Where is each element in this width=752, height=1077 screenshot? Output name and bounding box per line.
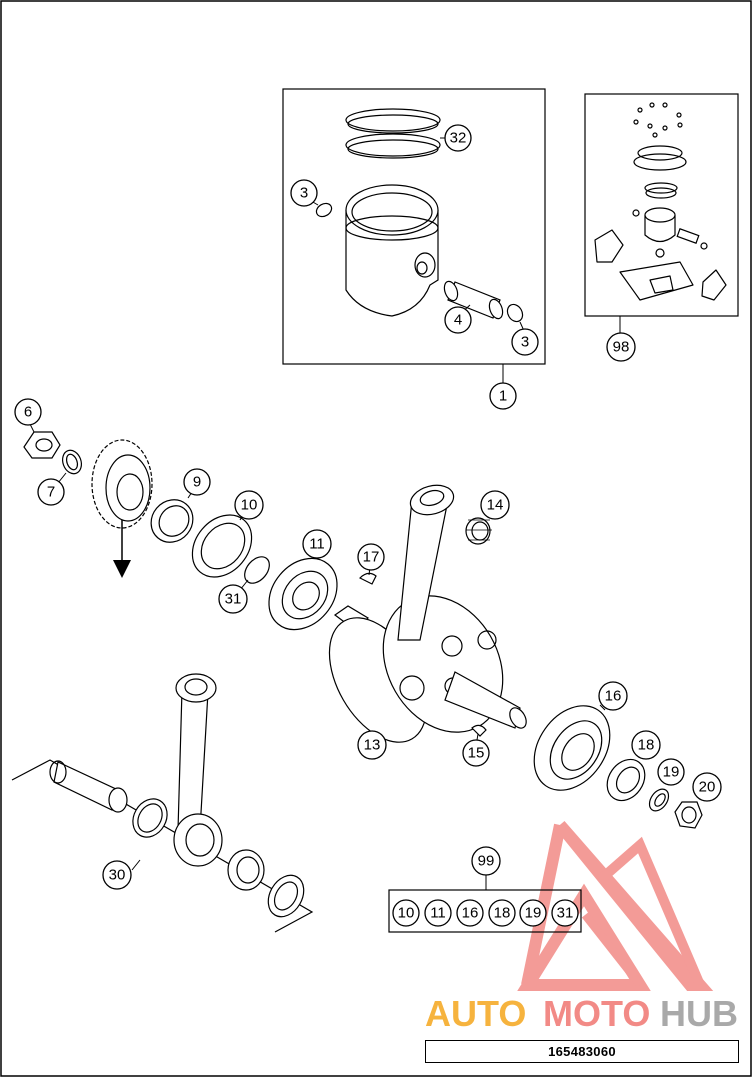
watermark-logo bbox=[517, 821, 714, 991]
circlip-3b bbox=[506, 303, 526, 334]
callout-31[interactable]: 31 bbox=[218, 584, 248, 614]
bearing-16 bbox=[533, 704, 611, 791]
svg-text:99: 99 bbox=[478, 853, 495, 870]
callout-16[interactable]: 16 bbox=[598, 681, 628, 711]
needle-bearing-14 bbox=[465, 517, 492, 545]
piston-pin bbox=[443, 280, 504, 320]
spacer-9 bbox=[150, 491, 194, 543]
callout-11[interactable]: 11 bbox=[302, 529, 332, 559]
bearing-11 bbox=[268, 552, 338, 631]
callout-7[interactable]: 7 bbox=[37, 478, 65, 506]
callout-4[interactable]: 4 bbox=[444, 306, 472, 334]
callout-98[interactable]: 98 bbox=[606, 332, 636, 362]
svg-text:3: 3 bbox=[300, 185, 308, 202]
svg-text:18: 18 bbox=[494, 905, 511, 922]
watermark-text-auto: AUTO bbox=[425, 993, 526, 1034]
callout-3b[interactable]: 3 bbox=[511, 328, 539, 356]
svg-text:17: 17 bbox=[363, 549, 380, 566]
callout-9[interactable]: 9 bbox=[183, 468, 211, 496]
svg-text:16: 16 bbox=[462, 905, 479, 922]
svg-text:98: 98 bbox=[613, 339, 630, 356]
svg-text:7: 7 bbox=[47, 484, 55, 501]
callout-19[interactable]: 19 bbox=[657, 758, 685, 786]
callout-15[interactable]: 15 bbox=[462, 739, 490, 767]
kit-item-19[interactable]: 19 bbox=[519, 899, 547, 927]
kit-item-31[interactable]: 31 bbox=[551, 899, 579, 927]
gasket-kit-parts bbox=[594, 102, 727, 301]
svg-text:11: 11 bbox=[430, 905, 446, 922]
callout-6[interactable]: 6 bbox=[14, 398, 42, 426]
watermark-text-moto: MOTO bbox=[543, 993, 650, 1034]
svg-text:32: 32 bbox=[450, 130, 467, 147]
piston-rings bbox=[345, 108, 447, 159]
callout-17[interactable]: 17 bbox=[357, 543, 385, 571]
svg-text:16: 16 bbox=[605, 688, 622, 705]
svg-text:31: 31 bbox=[557, 905, 574, 922]
shaft-seal-18 bbox=[606, 758, 646, 802]
svg-text:10: 10 bbox=[241, 497, 258, 514]
watermark-text-hub: HUB bbox=[660, 993, 738, 1034]
svg-text:18: 18 bbox=[638, 737, 655, 754]
piston bbox=[345, 184, 439, 317]
callout-1[interactable]: 1 bbox=[489, 382, 517, 410]
kit-item-11[interactable]: 11 bbox=[424, 899, 452, 927]
callout-99[interactable]: 99 bbox=[471, 846, 501, 876]
conrod-kit-30 bbox=[11, 673, 314, 933]
primary-gear bbox=[91, 439, 153, 529]
svg-text:10: 10 bbox=[398, 905, 415, 922]
svg-text:6: 6 bbox=[24, 404, 32, 421]
svg-text:30: 30 bbox=[109, 867, 126, 884]
svg-text:1: 1 bbox=[499, 388, 507, 405]
kit-item-18[interactable]: 18 bbox=[488, 899, 516, 927]
kit-item-10[interactable]: 10 bbox=[392, 899, 420, 927]
callout-18[interactable]: 18 bbox=[631, 730, 661, 760]
svg-text:15: 15 bbox=[468, 745, 485, 762]
washer-19 bbox=[648, 788, 670, 812]
svg-text:9: 9 bbox=[193, 474, 201, 491]
gasket-kit-box bbox=[584, 93, 739, 317]
callout-20[interactable]: 20 bbox=[692, 772, 722, 802]
svg-text:3: 3 bbox=[521, 334, 529, 351]
piston-group-box bbox=[282, 88, 546, 365]
drawing-number-box: 165483060 bbox=[425, 1040, 739, 1063]
direction-arrow bbox=[113, 520, 131, 578]
washer-7 bbox=[57, 449, 83, 484]
shaft-seal-10 bbox=[191, 514, 253, 578]
callout-30[interactable]: 30 bbox=[102, 860, 132, 890]
svg-text:20: 20 bbox=[699, 779, 716, 796]
drawing-number: 165483060 bbox=[548, 1044, 616, 1059]
callout-14[interactable]: 14 bbox=[480, 490, 510, 520]
nut-6 bbox=[23, 419, 61, 459]
nut-20 bbox=[674, 801, 703, 829]
svg-text:11: 11 bbox=[309, 536, 325, 553]
kit-item-16[interactable]: 16 bbox=[456, 899, 484, 927]
svg-text:19: 19 bbox=[663, 764, 680, 781]
watermark-text: AUTO MOTO HUB bbox=[425, 993, 738, 1034]
callout-32[interactable]: 32 bbox=[444, 124, 472, 152]
callout-3a[interactable]: 3 bbox=[290, 179, 318, 207]
svg-text:4: 4 bbox=[454, 312, 462, 329]
connecting-rod bbox=[397, 484, 455, 641]
callout-10[interactable]: 10 bbox=[234, 490, 264, 520]
woodruff-key-15 bbox=[471, 724, 487, 741]
svg-text:19: 19 bbox=[525, 905, 542, 922]
svg-text:14: 14 bbox=[487, 497, 504, 514]
bearing-kit-box bbox=[388, 889, 582, 933]
callout-13[interactable]: 13 bbox=[357, 730, 387, 760]
svg-text:31: 31 bbox=[225, 591, 242, 608]
svg-text:13: 13 bbox=[364, 737, 381, 754]
